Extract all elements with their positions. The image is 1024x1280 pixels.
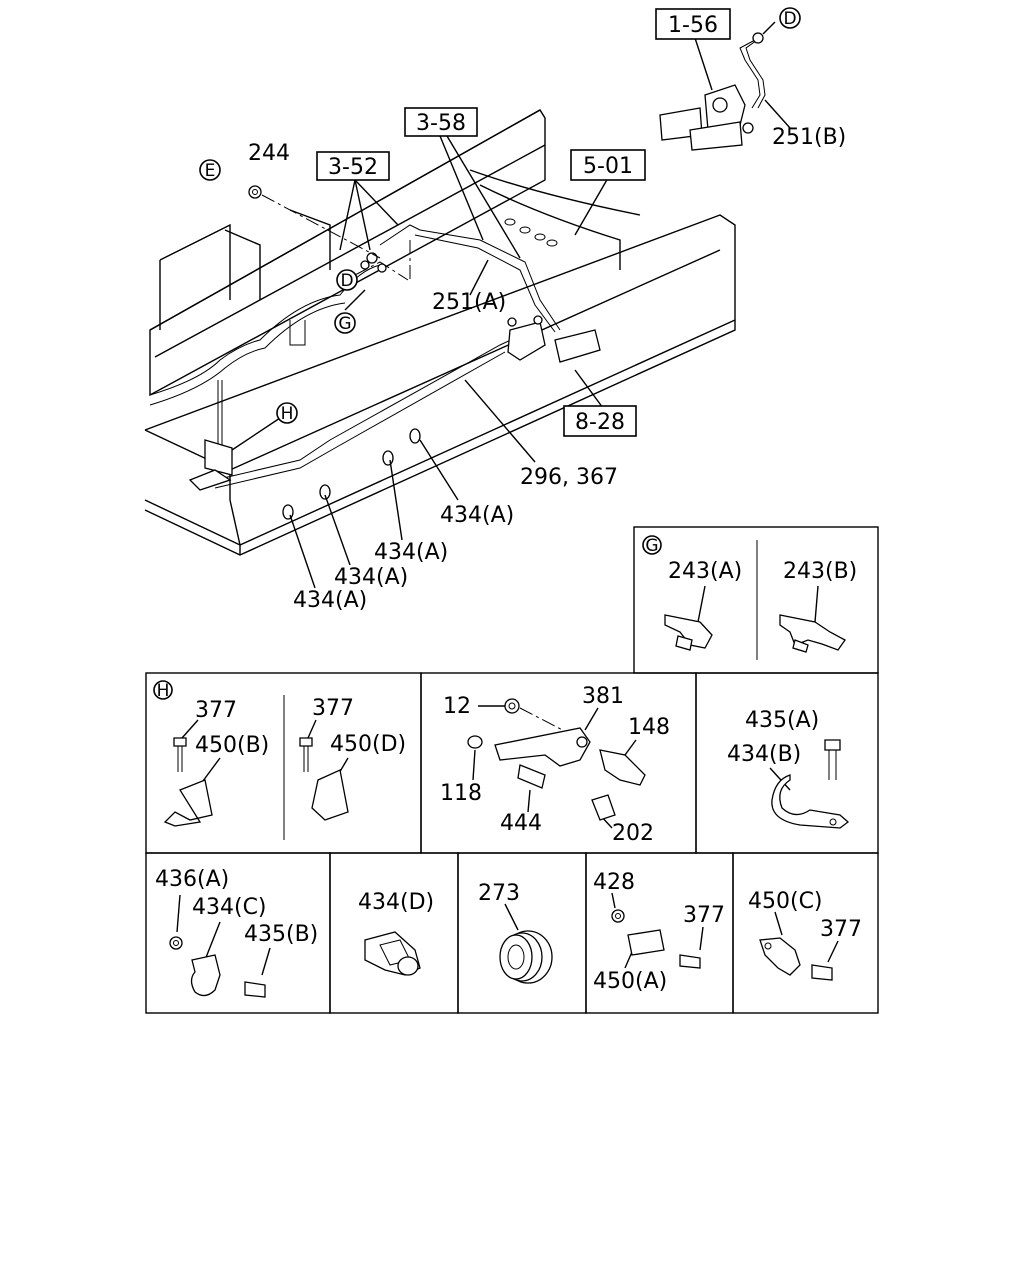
panel-g: G 243(A) 243(B)	[633, 526, 879, 674]
panel-grommet: 273	[457, 852, 587, 1014]
callout-d-mid-label: D	[340, 271, 353, 291]
label-434a-2: 434(A)	[374, 540, 448, 565]
ref-box-8-28-label: 8-28	[575, 410, 625, 435]
panel-g-left-label: 243(A)	[668, 559, 742, 584]
panel-fitting-bracket-label: 381	[582, 684, 624, 709]
callout-e-label: E	[205, 161, 216, 181]
panel-fitting: 12 381 148 118 444 202	[420, 672, 697, 854]
ref-box-8-28: 8-28	[563, 405, 637, 437]
label-296-367: 296, 367	[520, 465, 618, 490]
callout-h-main-label: H	[281, 404, 294, 424]
panel-grommet-label: 273	[478, 881, 520, 906]
ref-box-3-52: 3-52	[316, 151, 390, 181]
ref-box-5-01: 5-01	[570, 149, 646, 181]
panel-h-right-bracket-label: 450(D)	[330, 732, 406, 757]
label-434a-3: 434(A)	[334, 565, 408, 590]
label-251b: 251(B)	[772, 125, 846, 150]
ref-box-3-58: 3-58	[404, 107, 478, 137]
panel-fitting-washer-label: 118	[440, 781, 482, 806]
callout-d-mid: D	[336, 269, 358, 291]
panel-h-callout: H	[157, 681, 170, 701]
panel-bracket-a-bolt-label: 377	[683, 903, 725, 928]
panel-clamp-c-clamp-label: 434(C)	[192, 895, 267, 920]
callout-d-top: D	[779, 7, 801, 29]
ref-box-1-56: 1-56	[655, 8, 731, 40]
panel-clamp-c-bolt-label: 435(B)	[244, 922, 318, 947]
panel-fitting-nut-label: 12	[443, 694, 471, 719]
callout-g-main-label: G	[338, 314, 351, 334]
panel-fitting-clip-label: 202	[612, 821, 654, 846]
panel-clamp-b-bolt-label: 435(A)	[745, 708, 819, 733]
panel-bracket-c-bracket-label: 450(C)	[748, 889, 823, 914]
label-251a: 251(A)	[432, 290, 506, 315]
panel-bracket-a-nut-label: 428	[593, 870, 635, 895]
panel-clamp-c-washer-label: 436(A)	[155, 867, 229, 892]
panel-clamp-c: 436(A) 434(C) 435(B)	[145, 852, 331, 1014]
valve-assembly-1-56	[659, 32, 766, 151]
ref-box-3-52-label: 3-52	[328, 155, 378, 180]
panel-bracket-c: 450(C) 377	[732, 852, 879, 1014]
panel-bracket-a: 428 377 450(A)	[585, 852, 734, 1014]
panel-g-callout: G	[645, 536, 658, 556]
callout-e: E	[199, 159, 221, 181]
panel-clamp-d-clamp-label: 434(D)	[358, 890, 434, 915]
label-434a-4: 434(A)	[293, 588, 367, 613]
chassis-frame	[144, 109, 736, 556]
leader-lines	[231, 21, 791, 589]
panel-h-left-bracket-label: 450(B)	[195, 733, 269, 758]
panel-bracket-a-bracket-label: 450(A)	[593, 969, 667, 994]
ref-box-3-58-label: 3-58	[416, 111, 466, 136]
callout-h-main: H	[276, 402, 298, 424]
label-434a-1: 434(A)	[440, 503, 514, 528]
panel-h: H 377 450(B) 377 450(D)	[145, 672, 422, 854]
panel-fitting-bolt-label: 444	[500, 811, 542, 836]
callout-g-main: G	[334, 312, 356, 334]
panel-h-right-bolt-label: 377	[312, 696, 354, 721]
callout-d-top-label: D	[783, 9, 796, 29]
panel-clamp-b-clamp-label: 434(B)	[727, 742, 801, 767]
panel-fitting-tee-label: 148	[628, 715, 670, 740]
ref-box-5-01-label: 5-01	[583, 154, 633, 179]
label-244: 244	[248, 141, 290, 166]
panel-h-left-bolt-label: 377	[195, 698, 237, 723]
panel-clamp-b: 435(A) 434(B)	[695, 672, 879, 854]
panel-bracket-c-bolt-label: 377	[820, 917, 862, 942]
ref-box-1-56-label: 1-56	[668, 13, 718, 38]
panel-g-right-label: 243(B)	[783, 559, 857, 584]
panel-clamp-d: 434(D)	[329, 852, 459, 1014]
